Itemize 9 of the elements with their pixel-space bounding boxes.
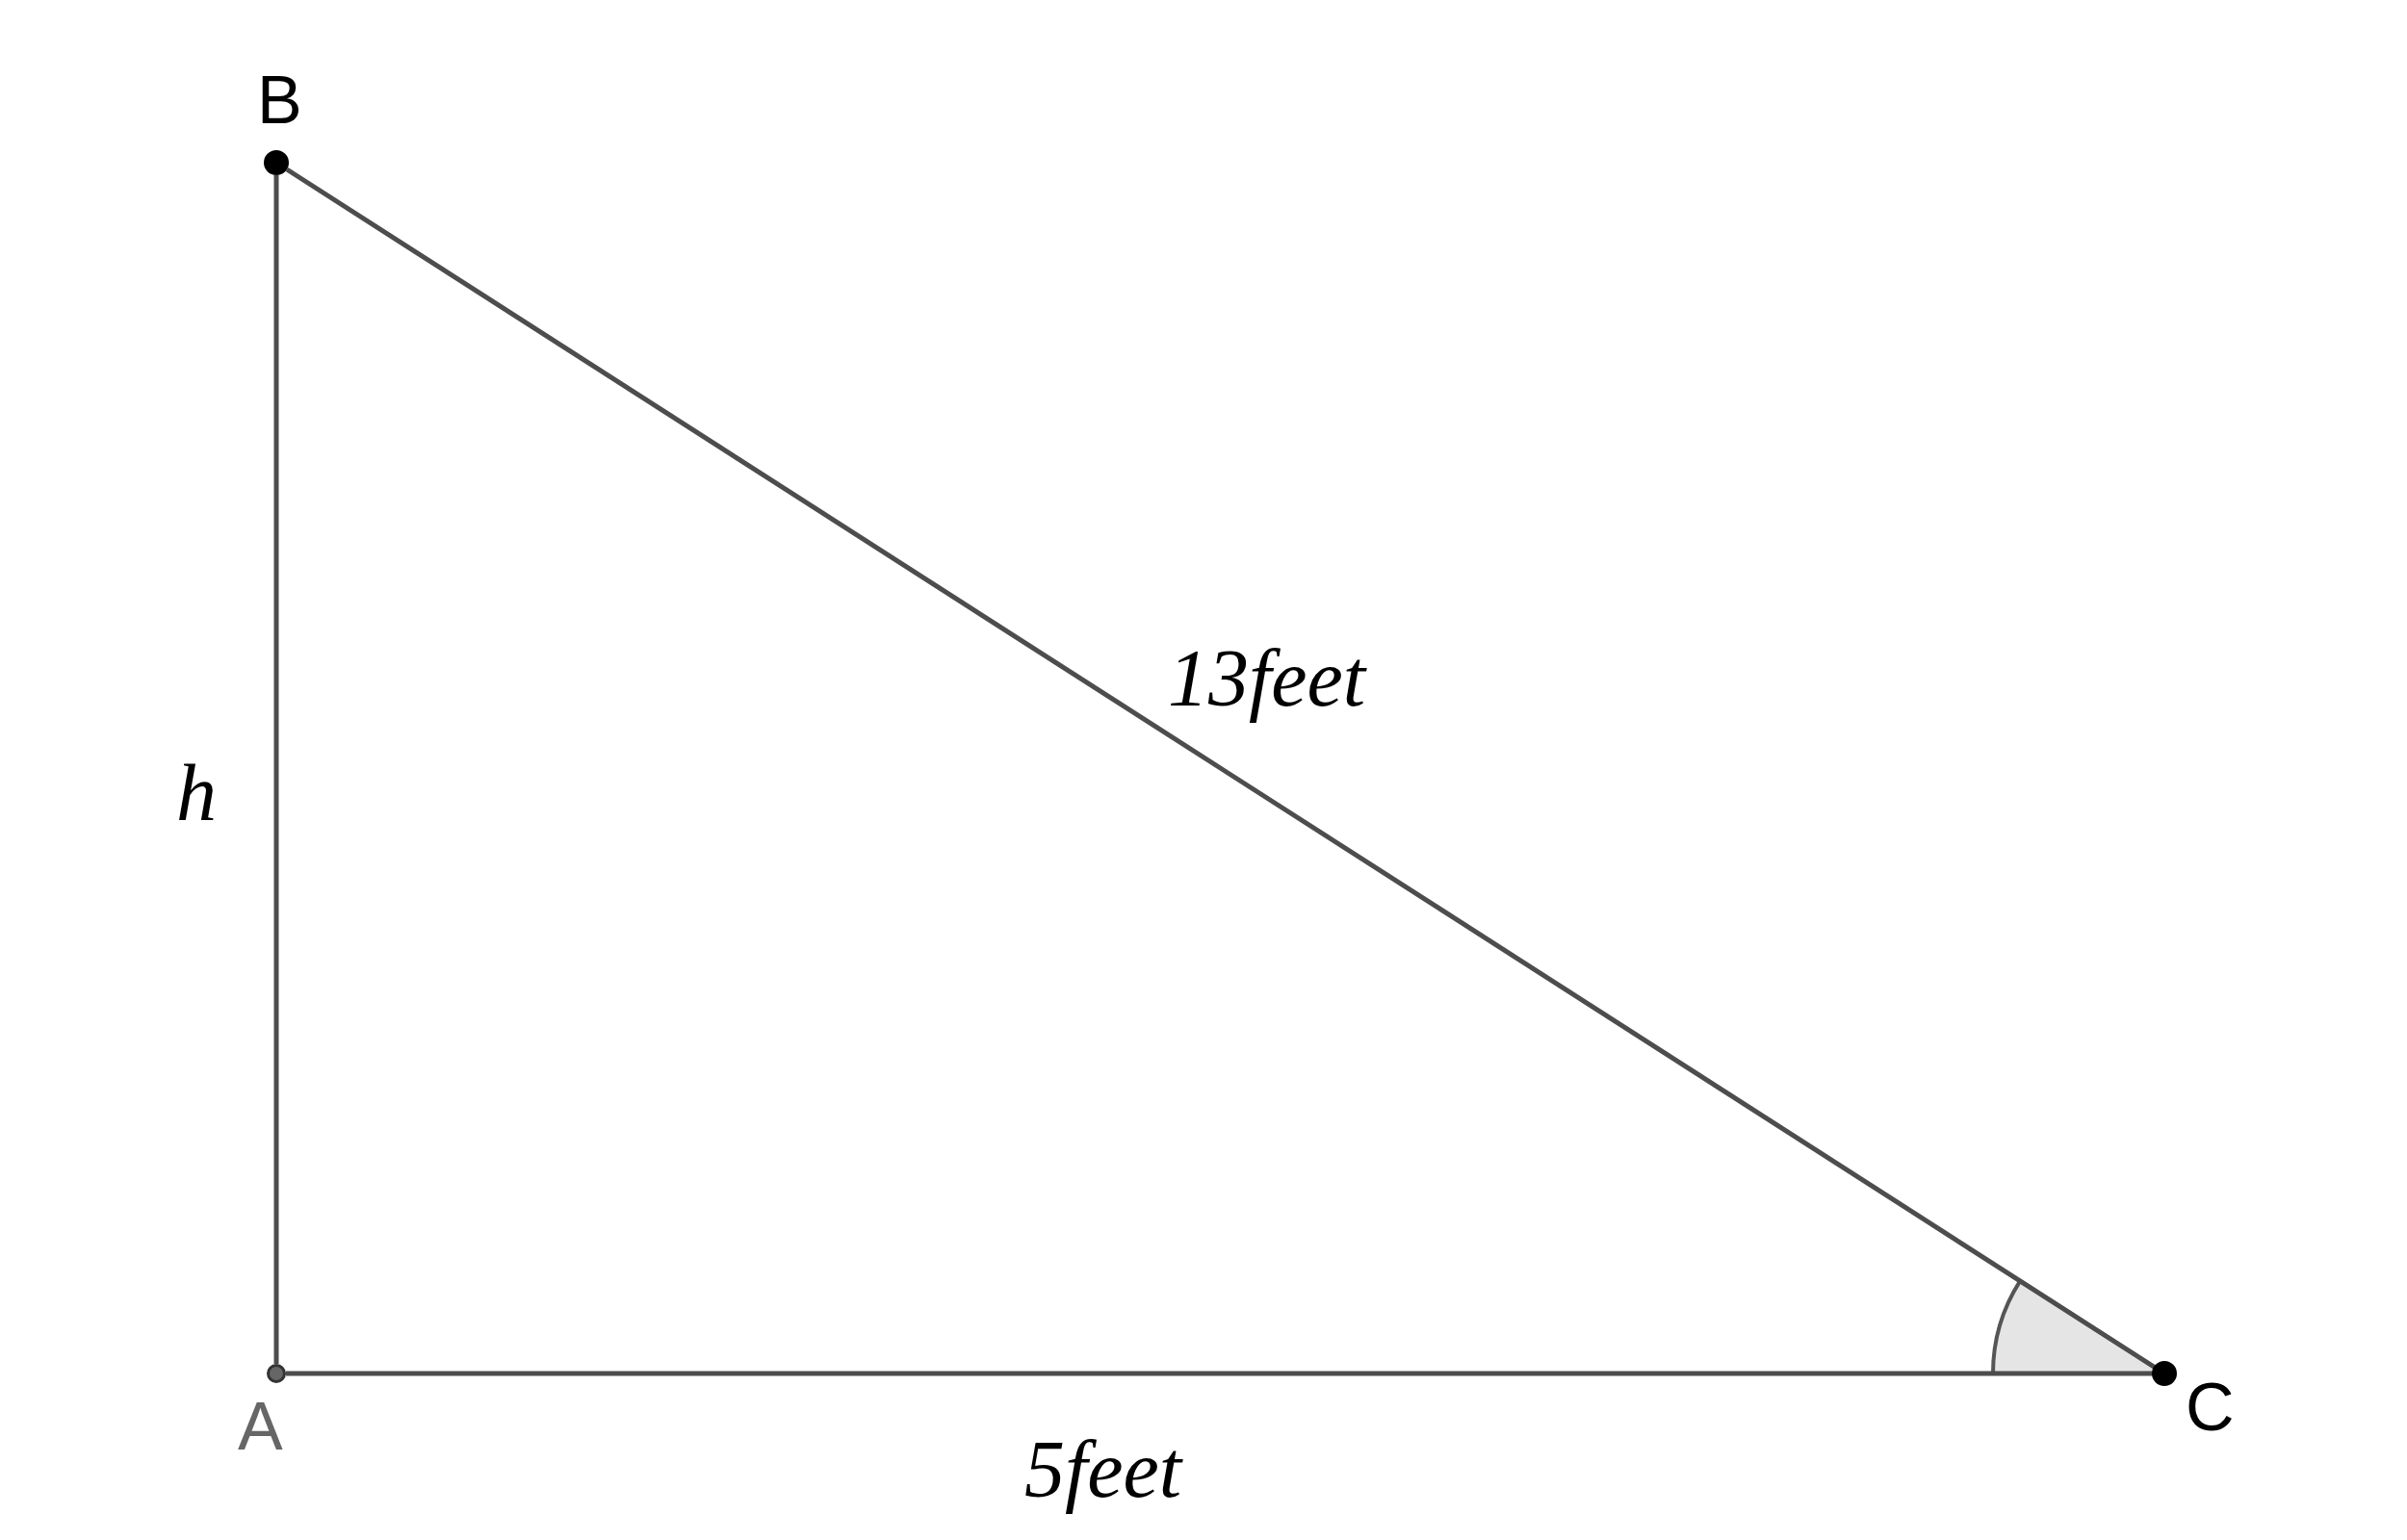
side-length-label: 5feet: [1023, 1426, 1182, 1513]
side-length-label: h: [176, 750, 217, 836]
triangle-side: [286, 1371, 2152, 1376]
vertex-label: B: [257, 66, 302, 134]
triangle-side: [273, 175, 279, 1364]
vertex-label: A: [238, 1393, 283, 1460]
triangle-side: [285, 167, 2156, 1370]
vertex-label: C: [2186, 1373, 2235, 1441]
side-length-label: 13feet: [1167, 635, 1366, 722]
